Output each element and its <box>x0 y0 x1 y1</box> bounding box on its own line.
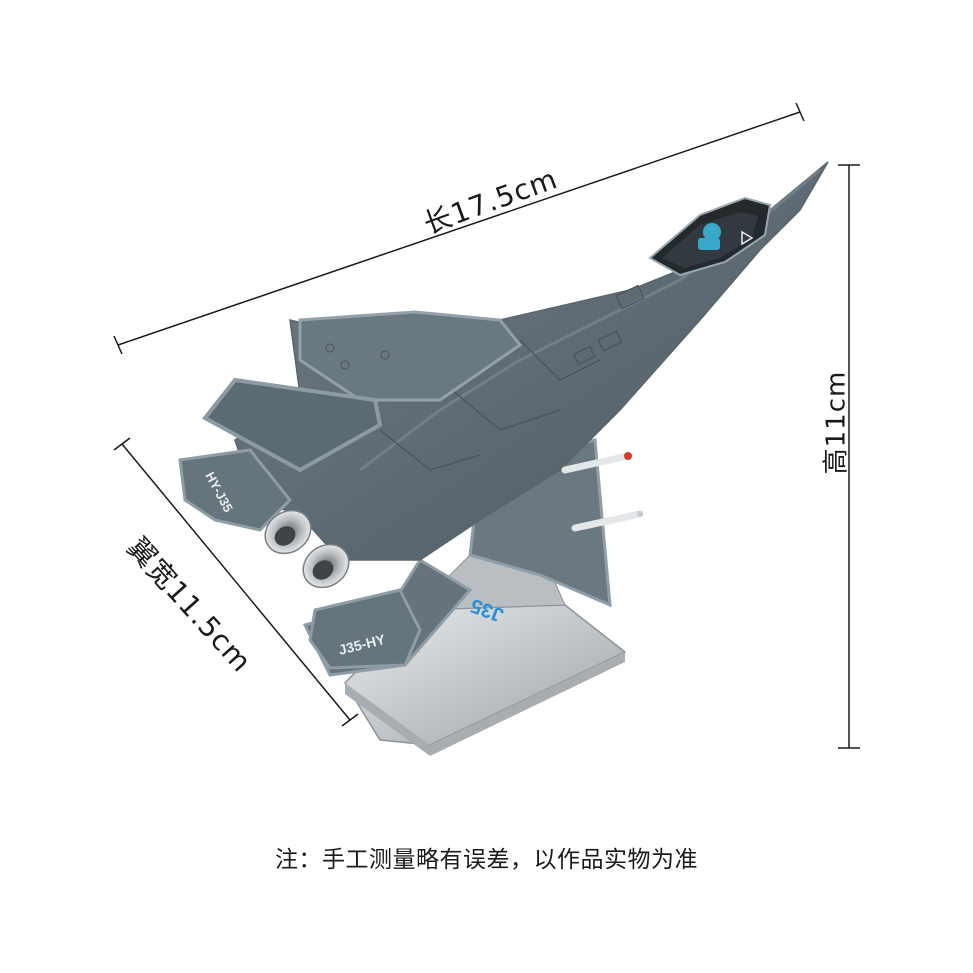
length-dimension-line <box>113 102 805 355</box>
right-vertical-tail: J35-HY <box>308 588 422 670</box>
engine-nozzle-left <box>264 509 312 555</box>
missile-lower <box>571 510 644 532</box>
wingspan-dimension-line <box>113 437 359 727</box>
left-wing <box>298 310 523 402</box>
left-vertical-tail: HY-J35 <box>178 448 293 532</box>
height-dimension-line <box>838 164 860 749</box>
height-label: 高11cm <box>821 370 852 475</box>
measurement-note: 注：手工测量略有误差，以作品实物为准 <box>275 847 698 873</box>
missile-upper <box>561 452 632 474</box>
cockpit-canopy <box>648 196 772 277</box>
left-horizontal-stabilizer <box>201 377 383 473</box>
engine-nozzle-right <box>302 543 350 589</box>
